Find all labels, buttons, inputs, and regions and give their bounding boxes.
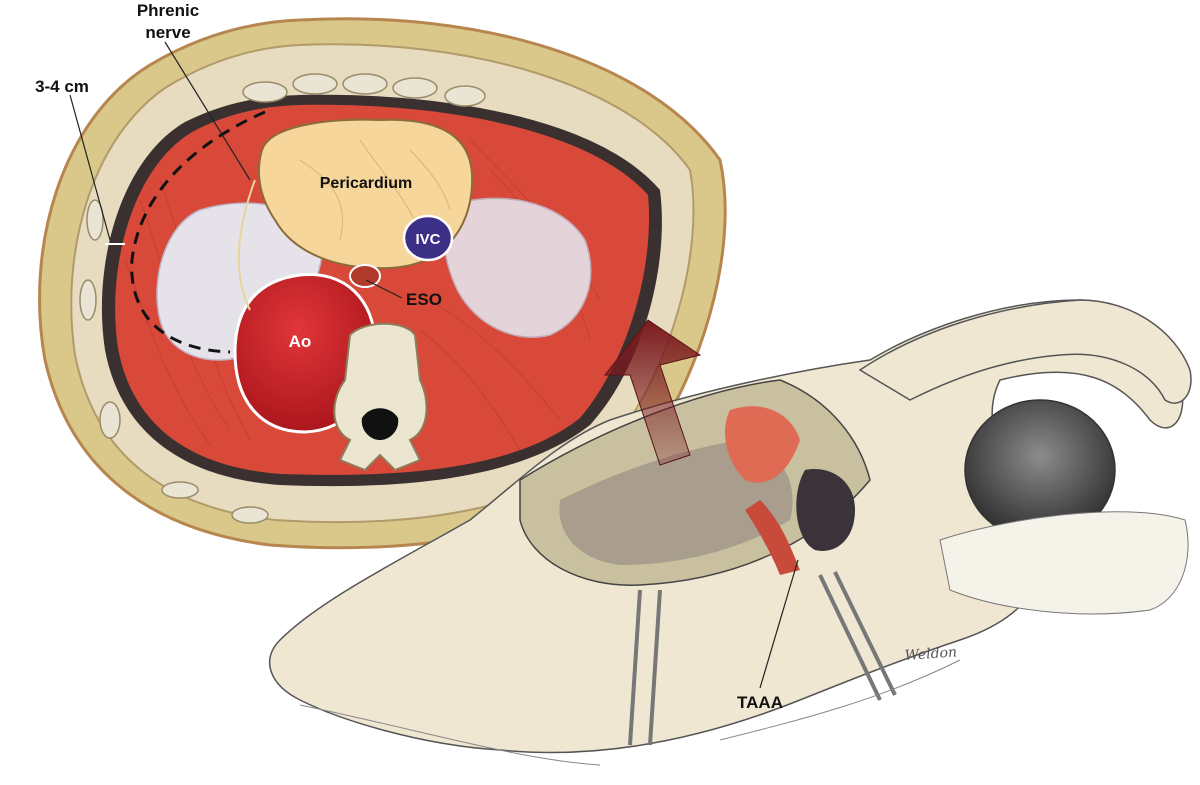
exposed-viscera — [559, 440, 793, 565]
label-eso: ESO — [406, 290, 442, 309]
retraction-arrow — [603, 319, 702, 466]
retractors — [628, 571, 897, 746]
leader-eso — [365, 279, 403, 299]
leader-3-4cm — [69, 94, 111, 241]
drape-lines — [299, 659, 961, 766]
leader-lines — [69, 41, 799, 689]
exposed-muscle — [725, 406, 800, 483]
label-phrenic-line2: nerve — [145, 23, 190, 42]
patient-lateral-view — [269, 299, 1192, 766]
leader-taaa — [759, 559, 799, 689]
label-3-4cm: 3-4 cm — [35, 77, 89, 96]
aorta-segment — [745, 500, 800, 575]
patient-arm — [858, 299, 1192, 404]
pillow — [939, 511, 1189, 615]
aneurysm — [796, 469, 855, 551]
label-phrenic-line1: Phrenic — [137, 1, 199, 20]
label-pericardium: Pericardium — [320, 175, 412, 192]
label-taaa: TAAA — [737, 693, 783, 712]
label-ivc: IVC — [415, 231, 440, 248]
label-aorta: Ao — [289, 332, 312, 351]
leader-phrenic — [164, 41, 251, 181]
artist-signature: Weldon — [904, 644, 957, 664]
